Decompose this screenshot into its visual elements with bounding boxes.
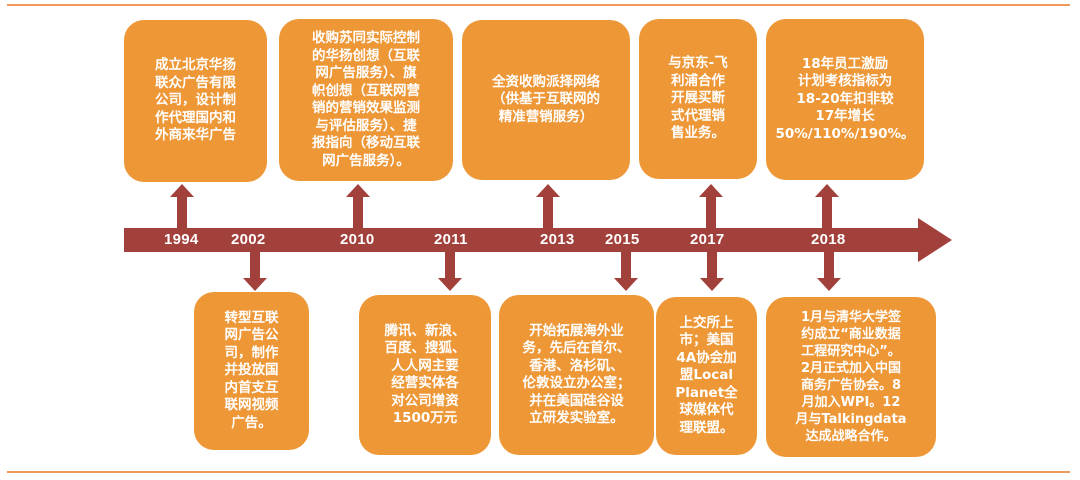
arrow-down-2018 <box>817 252 841 291</box>
arrow-up-2010 <box>346 184 370 229</box>
timeline-arrowhead <box>918 218 952 262</box>
event-box-1994: 成立北京华扬 联众广告有限 公司，设计制 作代理国内和 外商来华广告 <box>124 20 267 182</box>
year-label-2017: 2017 <box>690 231 725 248</box>
bottom-divider <box>7 471 1070 473</box>
arrow-up-2017 <box>699 184 723 229</box>
arrow-down-2011 <box>438 252 462 291</box>
event-box-2018-bottom: 1月与清华大学签 约成立“商业数据 工程研究中心”。 2月正式加入中国 商务广告… <box>766 297 936 457</box>
year-label-2018: 2018 <box>811 231 846 248</box>
arrow-down-2017 <box>700 252 724 291</box>
year-label-1994: 1994 <box>164 231 199 248</box>
event-box-2015: 开始拓展海外业 务，先后在首尔、 香港、洛杉矶、 伦敦设立办公室； 并在美国硅谷… <box>499 295 654 455</box>
event-box-2017-bottom: 上交所上 市；美国 4A协会加 盟Local Planet全 球媒体代 理联盟。 <box>656 297 757 455</box>
top-divider <box>7 4 1070 6</box>
year-label-2015: 2015 <box>605 231 640 248</box>
year-label-2010: 2010 <box>340 231 375 248</box>
event-box-2013: 全资收购派择网络 （供基于互联网的 精准营销服务） <box>462 20 630 180</box>
arrow-up-2018 <box>815 184 839 229</box>
arrow-down-2015 <box>614 252 638 291</box>
year-label-2011: 2011 <box>434 231 468 248</box>
event-box-2002: 转型互联 网广告公 司，制作 并投放国 内首支互 联网视频 广告。 <box>194 292 309 450</box>
timeline-bar <box>124 228 920 252</box>
year-label-2002: 2002 <box>231 231 266 248</box>
year-label-2013: 2013 <box>540 231 575 248</box>
event-box-2011: 腾讯、新浪、 百度、搜狐、 人人网主要 经营实体各 对公司增资 1500万元 <box>359 295 491 455</box>
arrow-up-2013 <box>536 184 560 229</box>
arrow-up-1994 <box>170 184 194 229</box>
event-box-2018-top: 18年员工激励 计划考核指标为 18-20年扣非较 17年增长 50%/110%… <box>766 19 924 180</box>
event-box-2010: 收购苏同实际控制 的华扬创想（互联 网广告服务）、旗 帜创想（互联网营 销的营销… <box>279 19 453 181</box>
arrow-down-2002 <box>243 252 267 291</box>
event-box-2017-top: 与京东-飞 利浦合作 开展买断 式代理销 售业务。 <box>639 19 757 179</box>
